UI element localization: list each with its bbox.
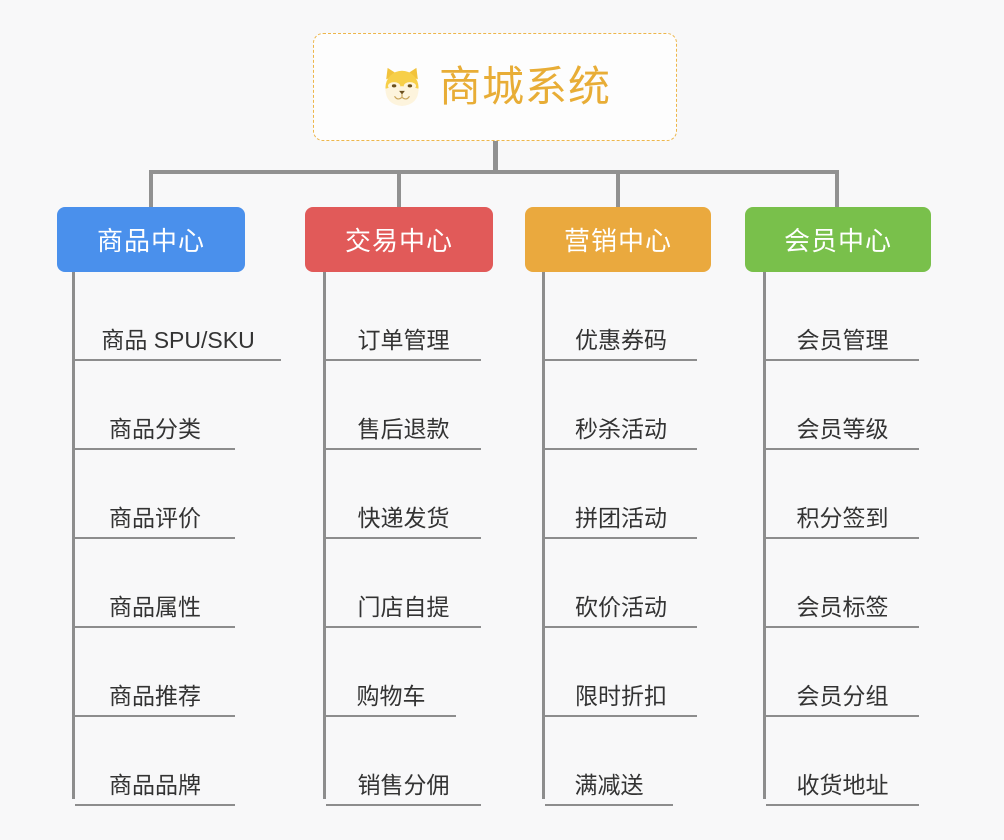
leaf-item-label: 商品评价 <box>109 504 201 531</box>
column-spine <box>72 272 75 799</box>
leaf-item-label: 拼团活动 <box>575 504 667 531</box>
branch-head-label: 营销中心 <box>563 226 672 256</box>
connector-drop-product-center <box>149 170 153 210</box>
leaf-item[interactable]: 秒杀活动 <box>545 361 697 450</box>
shiba-dog-icon <box>379 65 425 111</box>
branch-head-product-center[interactable]: 商品中心 <box>57 207 245 272</box>
root-title: 商城系统 <box>438 63 611 110</box>
leaf-item[interactable]: 拼团活动 <box>545 450 697 539</box>
leaf-item[interactable]: 门店自提 <box>326 539 481 628</box>
leaf-item[interactable]: 销售分佣 <box>326 717 481 806</box>
leaf-item[interactable]: 会员分组 <box>766 628 919 717</box>
leaf-item-label: 订单管理 <box>357 326 450 353</box>
leaf-item[interactable]: 砍价活动 <box>545 539 697 628</box>
leaf-item-label: 商品 SPU/SKU <box>101 326 255 353</box>
leaf-item-label: 会员等级 <box>796 415 889 442</box>
branch-head-marketing-center[interactable]: 营销中心 <box>525 207 711 272</box>
leaf-item[interactable]: 满减送 <box>545 717 673 806</box>
column-spine <box>542 272 545 799</box>
branch-head-label: 商品中心 <box>96 226 205 256</box>
leaf-item-label: 积分签到 <box>796 504 889 531</box>
leaf-item-label: 秒杀活动 <box>575 415 667 442</box>
leaf-item-label: 快递发货 <box>357 504 450 531</box>
branch-head-trade-center[interactable]: 交易中心 <box>305 207 493 272</box>
leaf-item-label: 商品推荐 <box>109 682 201 709</box>
column-spine <box>763 272 766 799</box>
leaf-item-label: 商品分类 <box>109 415 201 442</box>
leaf-item[interactable]: 购物车 <box>326 628 456 717</box>
root-node-shopping-mall-system[interactable]: 商城系统 <box>313 33 677 141</box>
leaf-item-label: 满减送 <box>574 771 644 798</box>
leaf-item-label: 购物车 <box>356 682 426 709</box>
leaf-item[interactable]: 收货地址 <box>766 717 919 806</box>
leaf-item[interactable]: 商品推荐 <box>75 628 235 717</box>
leaf-item[interactable]: 售后退款 <box>326 361 481 450</box>
connector-drop-member-center <box>835 170 839 210</box>
leaf-item[interactable]: 商品分类 <box>75 361 235 450</box>
connector-drop-marketing-center <box>616 170 620 210</box>
leaf-item[interactable]: 商品属性 <box>75 539 235 628</box>
connector-drop-trade-center <box>397 170 401 210</box>
branch-head-member-center[interactable]: 会员中心 <box>745 207 931 272</box>
leaf-item[interactable]: 优惠券码 <box>545 272 697 361</box>
leaf-item[interactable]: 订单管理 <box>326 272 481 361</box>
leaf-item[interactable]: 积分签到 <box>766 450 919 539</box>
leaf-item-label: 门店自提 <box>357 593 450 620</box>
leaf-item-label: 会员标签 <box>796 593 889 620</box>
connector-horizontal-bar <box>149 170 839 174</box>
leaf-item-label: 售后退款 <box>357 415 450 442</box>
leaf-item[interactable]: 会员标签 <box>766 539 919 628</box>
leaf-item-label: 优惠券码 <box>575 326 667 353</box>
leaf-item-label: 限时折扣 <box>575 682 667 709</box>
leaf-item-label: 商品属性 <box>109 593 201 620</box>
connector-root-stem <box>493 141 498 173</box>
leaf-item[interactable]: 商品 SPU/SKU <box>75 272 281 361</box>
leaf-item[interactable]: 会员管理 <box>766 272 919 361</box>
leaf-item[interactable]: 商品评价 <box>75 450 235 539</box>
column-spine <box>323 272 326 799</box>
leaf-item[interactable]: 商品品牌 <box>75 717 235 806</box>
leaf-item-label: 销售分佣 <box>357 771 450 798</box>
leaf-item-label: 砍价活动 <box>575 593 667 620</box>
leaf-item-label: 商品品牌 <box>109 771 201 798</box>
leaf-item[interactable]: 快递发货 <box>326 450 481 539</box>
leaf-item-label: 收货地址 <box>796 771 889 798</box>
leaf-item[interactable]: 限时折扣 <box>545 628 697 717</box>
leaf-item[interactable]: 会员等级 <box>766 361 919 450</box>
branch-head-label: 会员中心 <box>783 226 892 256</box>
leaf-item-label: 会员管理 <box>796 326 889 353</box>
branch-head-label: 交易中心 <box>344 226 453 256</box>
leaf-item-label: 会员分组 <box>796 682 889 709</box>
